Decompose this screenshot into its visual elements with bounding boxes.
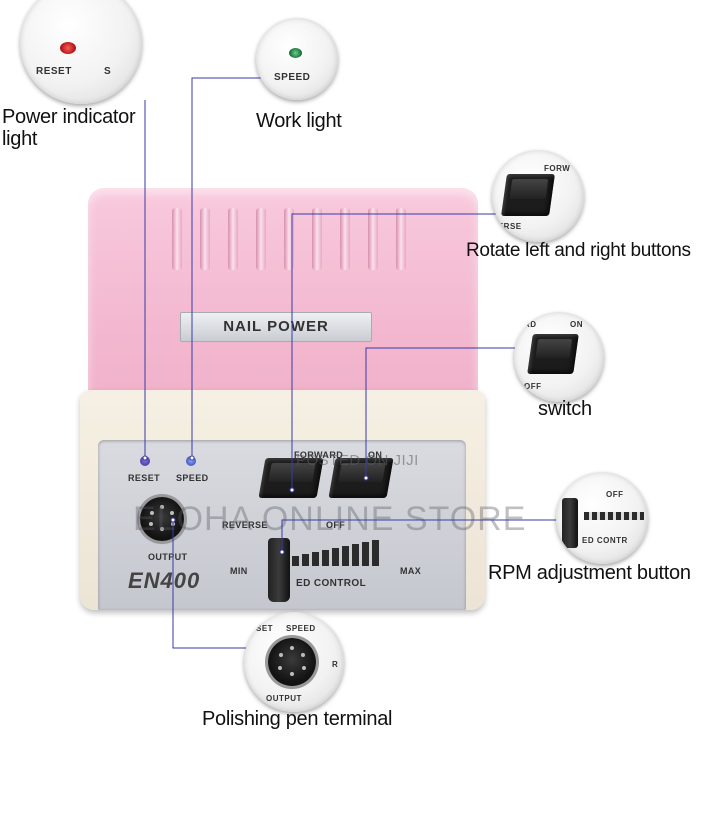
callout-power-indicator: Power indicator light (2, 106, 136, 150)
panel-label-output: OUTPUT (148, 552, 188, 562)
panel-label-speed: SPEED (176, 473, 209, 483)
leader-line-switch (365, 347, 520, 478)
zoom-switch: RD ON OFF (514, 312, 604, 402)
leader-line-rotate (291, 213, 498, 490)
zoom-reset: RESET S (20, 0, 142, 104)
callout-rotate-buttons: Rotate left and right buttons (466, 240, 691, 261)
zoom-output: SET SPEED OUTPUT R (244, 612, 344, 712)
power-indicator-led-icon (60, 42, 76, 54)
panel-label-reset: RESET (128, 473, 161, 483)
panel-label-off: OFF (326, 520, 346, 530)
vent-slot (368, 208, 378, 270)
callout-work-light: Work light (256, 110, 342, 132)
vent-slot (200, 208, 210, 270)
vent-slot (228, 208, 238, 270)
panel-label-reverse: REVERSE (222, 520, 268, 530)
speed-scale (292, 538, 384, 566)
device-pink-housing (88, 188, 478, 418)
leader-line-rpm (281, 519, 580, 552)
speed-led-icon (186, 456, 196, 466)
zoom-speed: SPEED (256, 18, 338, 100)
zoom-rotate-buttons: FORW VERSE (492, 150, 584, 242)
callout-switch: switch (538, 398, 592, 420)
rpm-scale-icon (584, 512, 644, 520)
vent-slot (284, 208, 294, 270)
watermark-store: ELOHA ONLINE STORE (133, 500, 527, 538)
panel-label-on: ON (368, 450, 383, 460)
speed-control-knob[interactable] (268, 538, 290, 602)
work-light-led-icon (289, 48, 302, 58)
rpm-knob-icon (562, 498, 578, 548)
leader-line-pen (172, 520, 250, 649)
output-socket-icon[interactable] (140, 497, 184, 541)
watermark-posted: POSTED ON JIJI (296, 452, 419, 469)
vent-slot (312, 208, 322, 270)
callout-rpm: RPM adjustment button (488, 562, 691, 584)
vent-slot (396, 208, 406, 270)
switch-rocker-icon (527, 334, 579, 374)
panel-label-speed-control: ED CONTROL (296, 578, 367, 589)
model-number: EN400 (128, 568, 201, 593)
vent-slot (172, 208, 182, 270)
leader-line-work-light (191, 77, 262, 458)
pen-terminal-socket-icon (268, 638, 316, 686)
zoom-rpm: OFF ED CONTR (556, 472, 648, 564)
callout-pen-terminal: Polishing pen terminal (202, 708, 393, 730)
vent-slot (256, 208, 266, 270)
power-led-icon (140, 456, 150, 466)
panel-label-max: MAX (400, 566, 422, 576)
vent-slot (340, 208, 350, 270)
nameplate: NAIL POWER (180, 312, 372, 342)
panel-label-forward: FORWARD (294, 450, 344, 460)
rotate-rocker-icon (501, 174, 555, 216)
panel-label-min: MIN (230, 566, 248, 576)
